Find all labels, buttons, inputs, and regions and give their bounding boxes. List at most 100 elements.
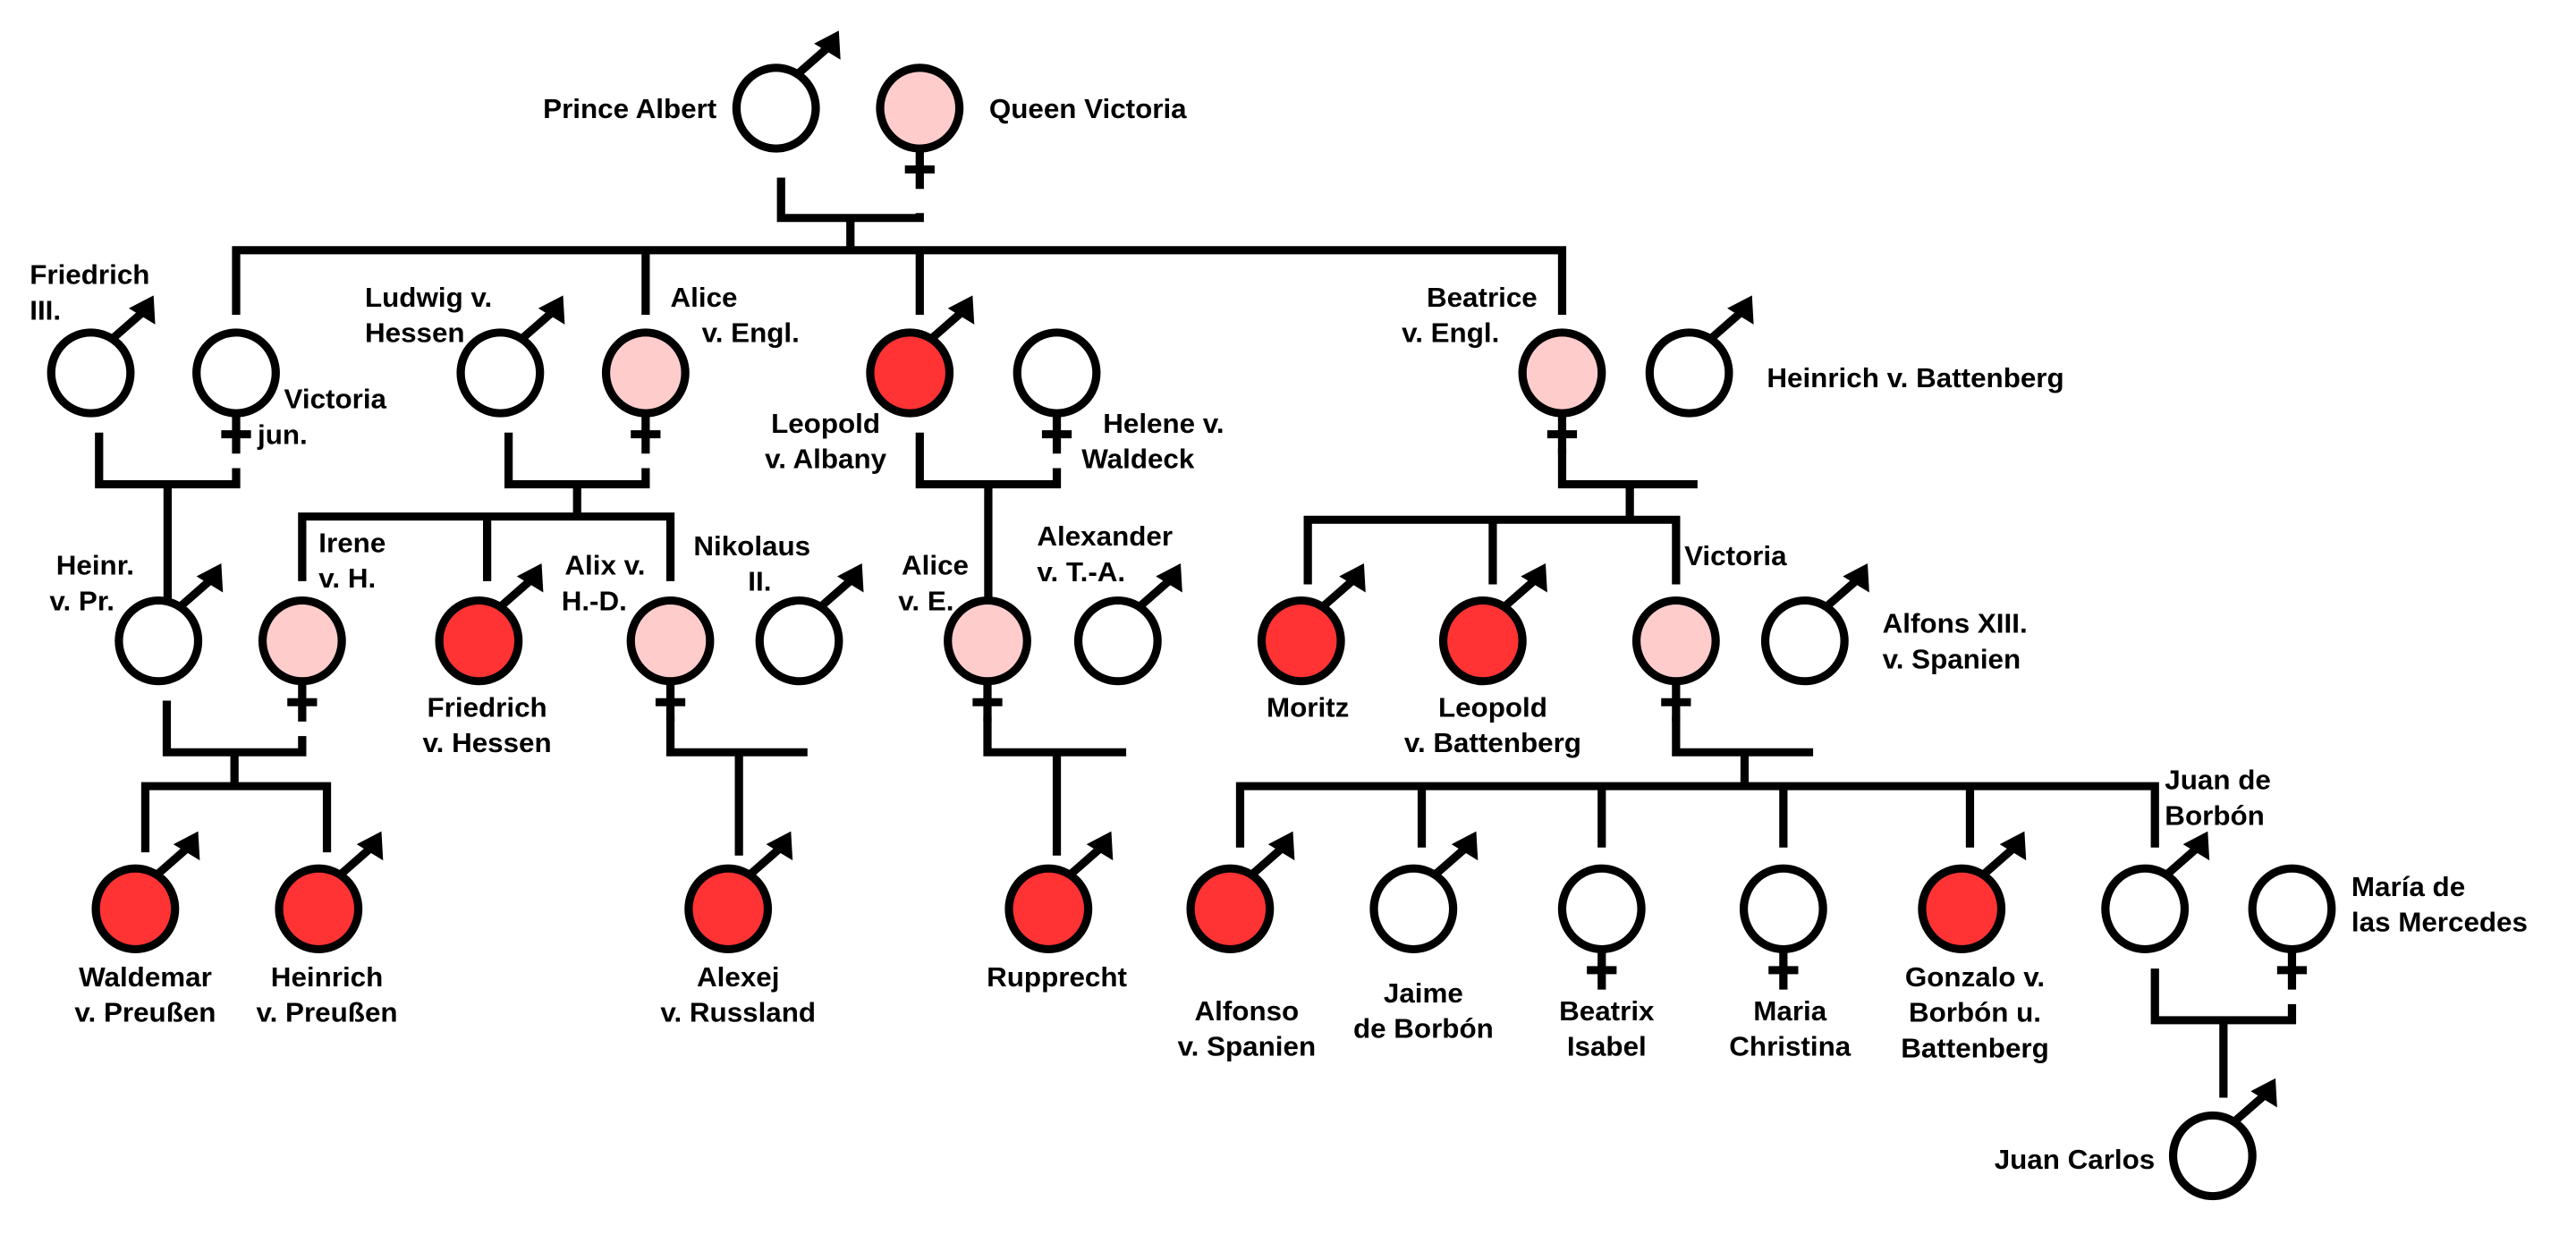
unaffected-circle-icon [2101, 864, 2190, 953]
carrier-circle-icon [601, 328, 690, 418]
male-symbol-icon [1434, 842, 1471, 876]
carrier-circle-icon [626, 596, 715, 686]
person-label: las Mercedes [2351, 907, 2528, 938]
unaffected-circle-icon [2168, 1111, 2257, 1201]
female-symbol-icon [631, 411, 661, 454]
person-label: v. Pr. [49, 586, 114, 617]
person-label: v. Preußen [74, 997, 216, 1028]
female-symbol-icon [655, 679, 686, 722]
affected-circle-icon [1257, 596, 1345, 686]
person-label: H.-D. [562, 586, 627, 617]
affected-circle-icon [1438, 596, 1527, 686]
unaffected-circle-icon [755, 596, 843, 686]
female-symbol-icon [1546, 411, 1578, 454]
unaffected-circle-icon [192, 328, 280, 418]
person-label: v. Engl. [1402, 317, 1499, 349]
person-label: Prince Albert [543, 93, 716, 124]
person-label: v. Spanien [1178, 1031, 1317, 1062]
person-label: Juan Carlos [1995, 1144, 2156, 1175]
person-label: Irene [318, 528, 386, 559]
person-label: v. T.-A. [1037, 556, 1125, 588]
male-symbol-icon [748, 842, 786, 876]
male-symbol-icon [521, 307, 558, 341]
affected-circle-icon [866, 328, 954, 418]
couple-line [504, 432, 650, 489]
person-label: Ludwig v. [365, 282, 492, 313]
person-label: Friedrich [428, 692, 547, 723]
couple-line [665, 716, 808, 757]
carrier-circle-icon [258, 596, 346, 686]
female-symbol-icon [1768, 947, 1799, 990]
person-moritz: Moritz [1257, 563, 1366, 723]
person-alfons13: Alfons XIII.v. Spanien [1760, 563, 2028, 686]
female-symbol-icon [287, 679, 318, 722]
person-alexander: Alexander v. T.-A. [1037, 520, 1182, 686]
male-symbol-icon [1069, 842, 1106, 876]
male-symbol-icon [1981, 842, 2020, 876]
person-label: v. H. [318, 562, 376, 594]
person-label: v. Battenberg [1404, 728, 1581, 759]
male-symbol-icon [2233, 1089, 2270, 1124]
person-label: Battenberg [1901, 1033, 2049, 1064]
affected-circle-icon [435, 596, 523, 686]
person-label: Moritz [1267, 692, 1349, 723]
unaffected-circle-icon [1557, 864, 1646, 953]
person-label: Alfons XIII. [1883, 608, 2028, 639]
person-alix: Alix v.H.-D. [562, 550, 715, 722]
couple-line [1557, 448, 1698, 489]
male-symbol-icon [1250, 842, 1288, 876]
couple-line [776, 177, 924, 223]
person-heinrpr: Heinr.v. Pr. [49, 550, 224, 686]
unaffected-circle-icon [1760, 596, 1849, 686]
couple-line [95, 432, 241, 489]
unaffected-circle-icon [456, 328, 545, 418]
person-label: Helene v. [1103, 408, 1224, 439]
female-symbol-icon [972, 679, 1003, 722]
affected-circle-icon [275, 864, 363, 953]
person-label: v. Hessen [423, 728, 552, 759]
person-label: Alexander [1037, 520, 1173, 552]
unaffected-circle-icon [1013, 328, 1101, 418]
person-label: Alice [902, 550, 969, 581]
sibling-bar [298, 512, 675, 581]
person-label: Queen Victoria [989, 93, 1188, 124]
male-symbol-icon [1709, 307, 1747, 341]
male-symbol-icon [796, 42, 834, 76]
person-label: Hessen [365, 317, 465, 349]
male-symbol-icon [929, 307, 968, 341]
person-juancarlos: Juan Carlos [1995, 1078, 2277, 1201]
person-ludwig: Ludwig v. Hessen [365, 282, 565, 418]
female-symbol-icon [1587, 947, 1617, 990]
unaffected-circle-icon [2248, 864, 2336, 953]
male-symbol-icon [156, 842, 193, 876]
female-symbol-icon [2276, 947, 2308, 990]
person-gonzalo: Gonzalo v.Borbón u.Battenberg [1901, 831, 2049, 1064]
female-symbol-icon [1661, 679, 1691, 722]
person-rupprecht: Rupprecht [987, 831, 1127, 993]
person-label: II. [748, 566, 771, 597]
male-symbol-icon [178, 574, 216, 609]
couple-line [162, 700, 307, 757]
person-label: Isabel [1567, 1031, 1647, 1062]
sibling-bar [232, 246, 1567, 316]
person-label: Jaime [1384, 977, 1463, 1009]
couple-line [915, 432, 1062, 489]
male-symbol-icon [1503, 574, 1540, 609]
person-label: III. [30, 295, 61, 326]
person-label: de Borbón [1353, 1013, 1494, 1044]
family-connectors [95, 177, 2297, 1098]
couple-line [2150, 968, 2297, 1025]
male-symbol-icon [111, 307, 148, 341]
person-label: Waldeck [1081, 444, 1195, 475]
person-label: Borbón u. [1909, 997, 2041, 1028]
unaffected-circle-icon [47, 328, 135, 418]
male-symbol-icon [1825, 574, 1862, 609]
